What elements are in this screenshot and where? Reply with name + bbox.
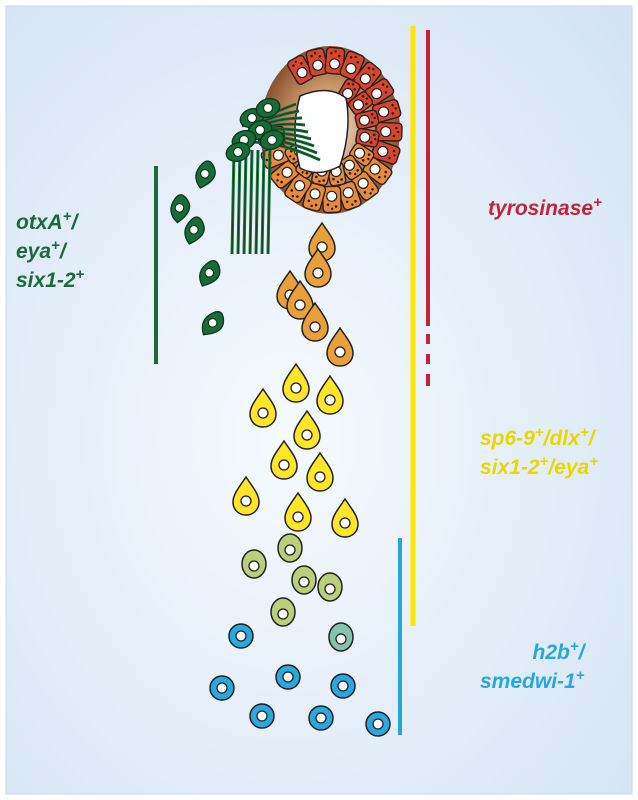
- photoreceptor-neuron-icon: [184, 216, 205, 245]
- migrating-cells: [209, 221, 391, 737]
- photoreceptor-neurons: [170, 97, 321, 336]
- progenitor-cell-icon: [249, 387, 277, 428]
- neural-marker-line-1: otxA+/: [16, 208, 78, 234]
- stem-cell-icon: [330, 673, 356, 699]
- progenitor-cell-icon: [301, 301, 329, 342]
- stem-marker-line-2: smedwi-1+: [480, 667, 585, 693]
- progenitor-cell-icon: [293, 409, 321, 450]
- neural-marker-label: otxA+/ eya+/ six1-2+: [16, 208, 84, 295]
- pigment-cell-icon: [353, 61, 382, 92]
- pigment-cell-icon: [347, 91, 374, 116]
- progenitor-cell-icon: [317, 572, 343, 602]
- progenitor-marker-label: sp6-9+/dlx+/ six1-2+/eya+: [480, 424, 598, 482]
- neural-marker-line-3: six1-2+: [16, 266, 85, 292]
- photoreceptor-neuron-icon: [195, 160, 216, 189]
- pigment-cell-icon: [287, 54, 315, 85]
- stem-cell-icon: [365, 711, 391, 737]
- stem-marker-line-1: h2b+/: [532, 638, 585, 664]
- photoreceptor-neuron-icon: [199, 260, 221, 287]
- stem-cell-icon: [249, 703, 275, 729]
- progenitor-cell-icon: [331, 497, 359, 538]
- progenitor-cell-icon: [306, 451, 334, 492]
- pigment-cell-icon: [305, 47, 329, 77]
- pigment-cell-icon: [321, 185, 342, 214]
- stem-marker-label: h2b+/ smedwi-1+: [480, 638, 584, 696]
- pigment-marker-label: tyrosinase+: [488, 194, 602, 220]
- stem-cell-icon: [275, 664, 301, 690]
- progenitor-cell-icon: [304, 247, 332, 288]
- pigment-cell-icon: [371, 99, 402, 123]
- eye-cup-icon: [257, 46, 403, 214]
- progenitor-marker-line-1: sp6-9+/dlx+/: [480, 424, 595, 450]
- eye-cup-pigment-cells: [257, 46, 403, 214]
- photoreceptor-neuron-icon: [201, 310, 225, 336]
- lineage-bars: [154, 26, 430, 735]
- progenitor-cell-icon: [286, 279, 314, 320]
- progenitor-cell-icon: [316, 374, 344, 415]
- progenitor-cell-icon: [270, 597, 296, 627]
- stem-cell-icon: [308, 705, 334, 731]
- photoreceptor-neuron-icon: [170, 194, 191, 224]
- progenitor-cell-icon: [270, 439, 298, 480]
- stem-cell-icon: [228, 623, 254, 649]
- pigment-cell-icon: [354, 109, 380, 130]
- progenitor-cell-icon: [291, 565, 317, 595]
- photoreceptor-neuron-icon: [259, 129, 285, 151]
- pigment-cell-icon: [370, 140, 401, 165]
- stem-cell-icon: [209, 675, 235, 701]
- pigment-cell-icon: [269, 160, 300, 189]
- progenitor-cell-icon: [241, 549, 267, 579]
- progenitor-cell-icon: [284, 491, 312, 532]
- progenitor-cell-icon: [328, 622, 354, 652]
- neural-marker-line-2: eya+/: [16, 237, 66, 263]
- pigment-cell-icon: [375, 121, 403, 142]
- eye-cup-lumen: [294, 89, 349, 174]
- progenitor-marker-line-2: six1-2+/eya+: [480, 453, 598, 479]
- photoreceptor-neuron-icon: [225, 141, 251, 163]
- progenitor-cell-icon: [282, 362, 310, 403]
- photoreceptor-neuron-icon: [255, 97, 281, 119]
- pigment-cell-icon: [355, 127, 380, 148]
- progenitor-cell-icon: [326, 326, 354, 367]
- progenitor-cell-icon: [232, 475, 260, 516]
- progenitor-cell-icon: [277, 533, 303, 563]
- pigment-cell-icon: [302, 182, 327, 212]
